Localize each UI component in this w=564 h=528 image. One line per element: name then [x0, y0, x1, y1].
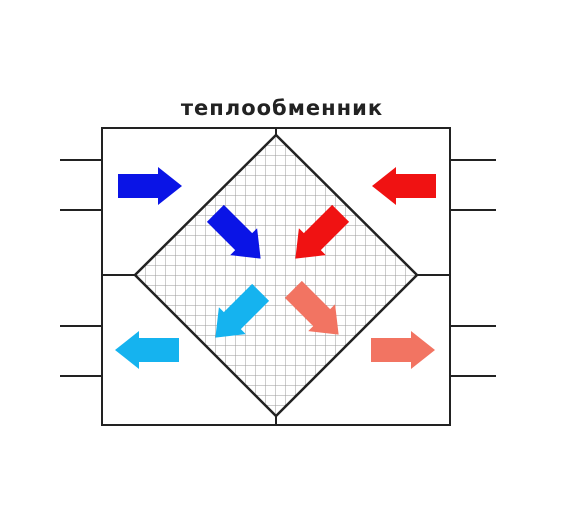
- airflow-arrows: [115, 167, 436, 369]
- heated-outflow-arrow: [371, 331, 435, 369]
- cooled-outflow-arrow: [115, 331, 179, 369]
- core-outline: [133, 133, 419, 418]
- duct-connectors: [60, 159, 496, 377]
- cooled-out-of-core-arrow: [215, 283, 270, 338]
- cold-into-core-arrow: [206, 204, 261, 259]
- cold-inflow-arrow: [118, 167, 182, 205]
- heated-out-of-core-arrow: [284, 280, 339, 335]
- warm-into-core-arrow: [295, 204, 350, 259]
- warm-inflow-arrow: [372, 167, 436, 205]
- diagram-title: теплообменник: [180, 96, 384, 120]
